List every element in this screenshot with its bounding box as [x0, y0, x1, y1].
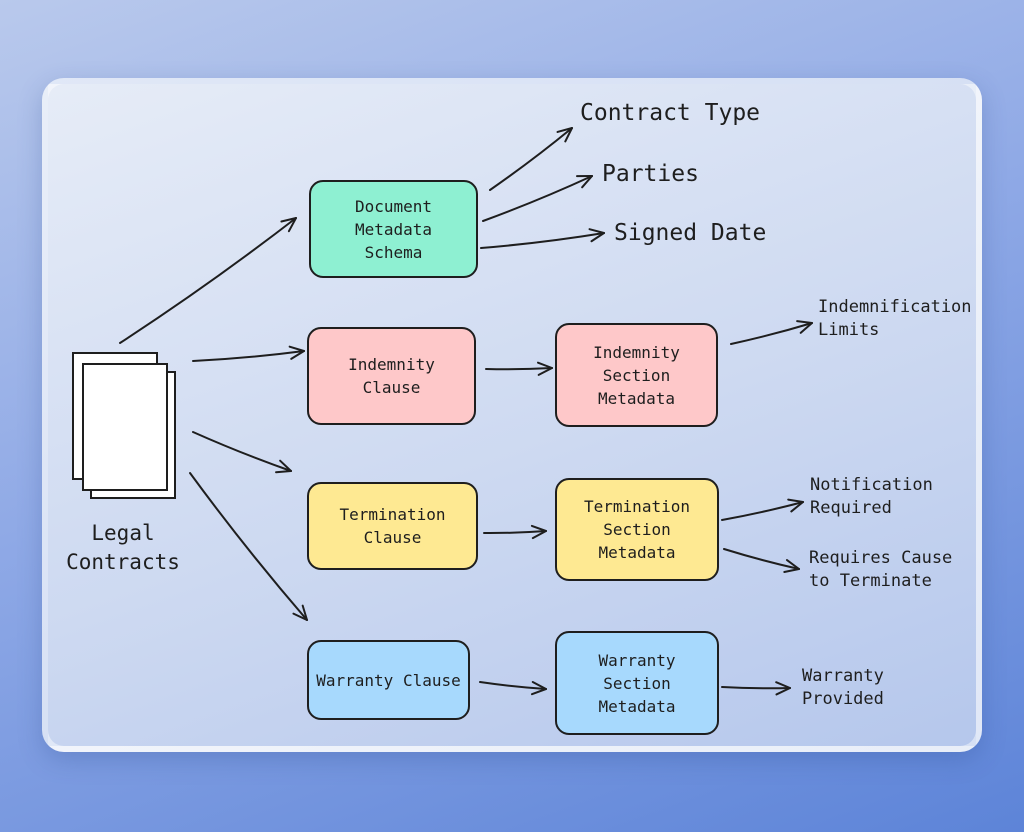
- node-warranty-clause: Warranty Clause: [307, 640, 470, 720]
- arrow-source-to-termination-clause: [192, 431, 292, 474]
- node-warranty-section-metadata: Warranty Section Metadata: [555, 631, 719, 735]
- arrow-termination-clause-to-section: [483, 524, 547, 540]
- node-indemnity-clause: Indemnity Clause: [307, 327, 476, 425]
- node-termination-clause: Termination Clause: [307, 482, 478, 570]
- output-indemnification-limits: Indemnification Limits: [818, 297, 972, 340]
- output-requires-cause-to-terminate: Requires Cause to Terminate: [809, 548, 953, 591]
- node-termination-section-metadata: Termination Section Metadata: [555, 478, 719, 581]
- output-contract-type: Contract Type: [580, 100, 761, 126]
- arrow-warranty-section-to-provided: [721, 681, 791, 696]
- arrow-termination-section-to-requires-cause: [723, 548, 800, 573]
- document-front-sheet-icon: [82, 363, 168, 491]
- output-notification-required: Notification Required: [810, 475, 933, 518]
- diagram-card: [42, 78, 982, 752]
- arrow-indemnity-clause-to-section: [485, 361, 553, 376]
- arrow-indemnity-section-to-limits: [730, 320, 813, 345]
- arrow-source-to-metadata-schema: [119, 217, 297, 344]
- arrow-termination-section-to-notification: [721, 498, 804, 521]
- node-indemnity-section-metadata: Indemnity Section Metadata: [555, 323, 718, 427]
- output-warranty-provided: Warranty Provided: [802, 666, 884, 709]
- arrow-schema-to-signed-date: [480, 228, 605, 249]
- node-document-metadata-schema: Document Metadata Schema: [309, 180, 478, 278]
- arrow-warranty-clause-to-section: [479, 680, 547, 696]
- arrow-schema-to-contract-type: [489, 127, 573, 191]
- arrow-schema-to-parties: [482, 175, 593, 222]
- arrow-source-to-indemnity-clause: [192, 345, 305, 362]
- arrow-source-to-warranty-clause: [189, 472, 308, 621]
- output-signed-date: Signed Date: [614, 220, 767, 246]
- output-parties: Parties: [602, 161, 699, 187]
- source-label: Legal Contracts: [66, 521, 180, 574]
